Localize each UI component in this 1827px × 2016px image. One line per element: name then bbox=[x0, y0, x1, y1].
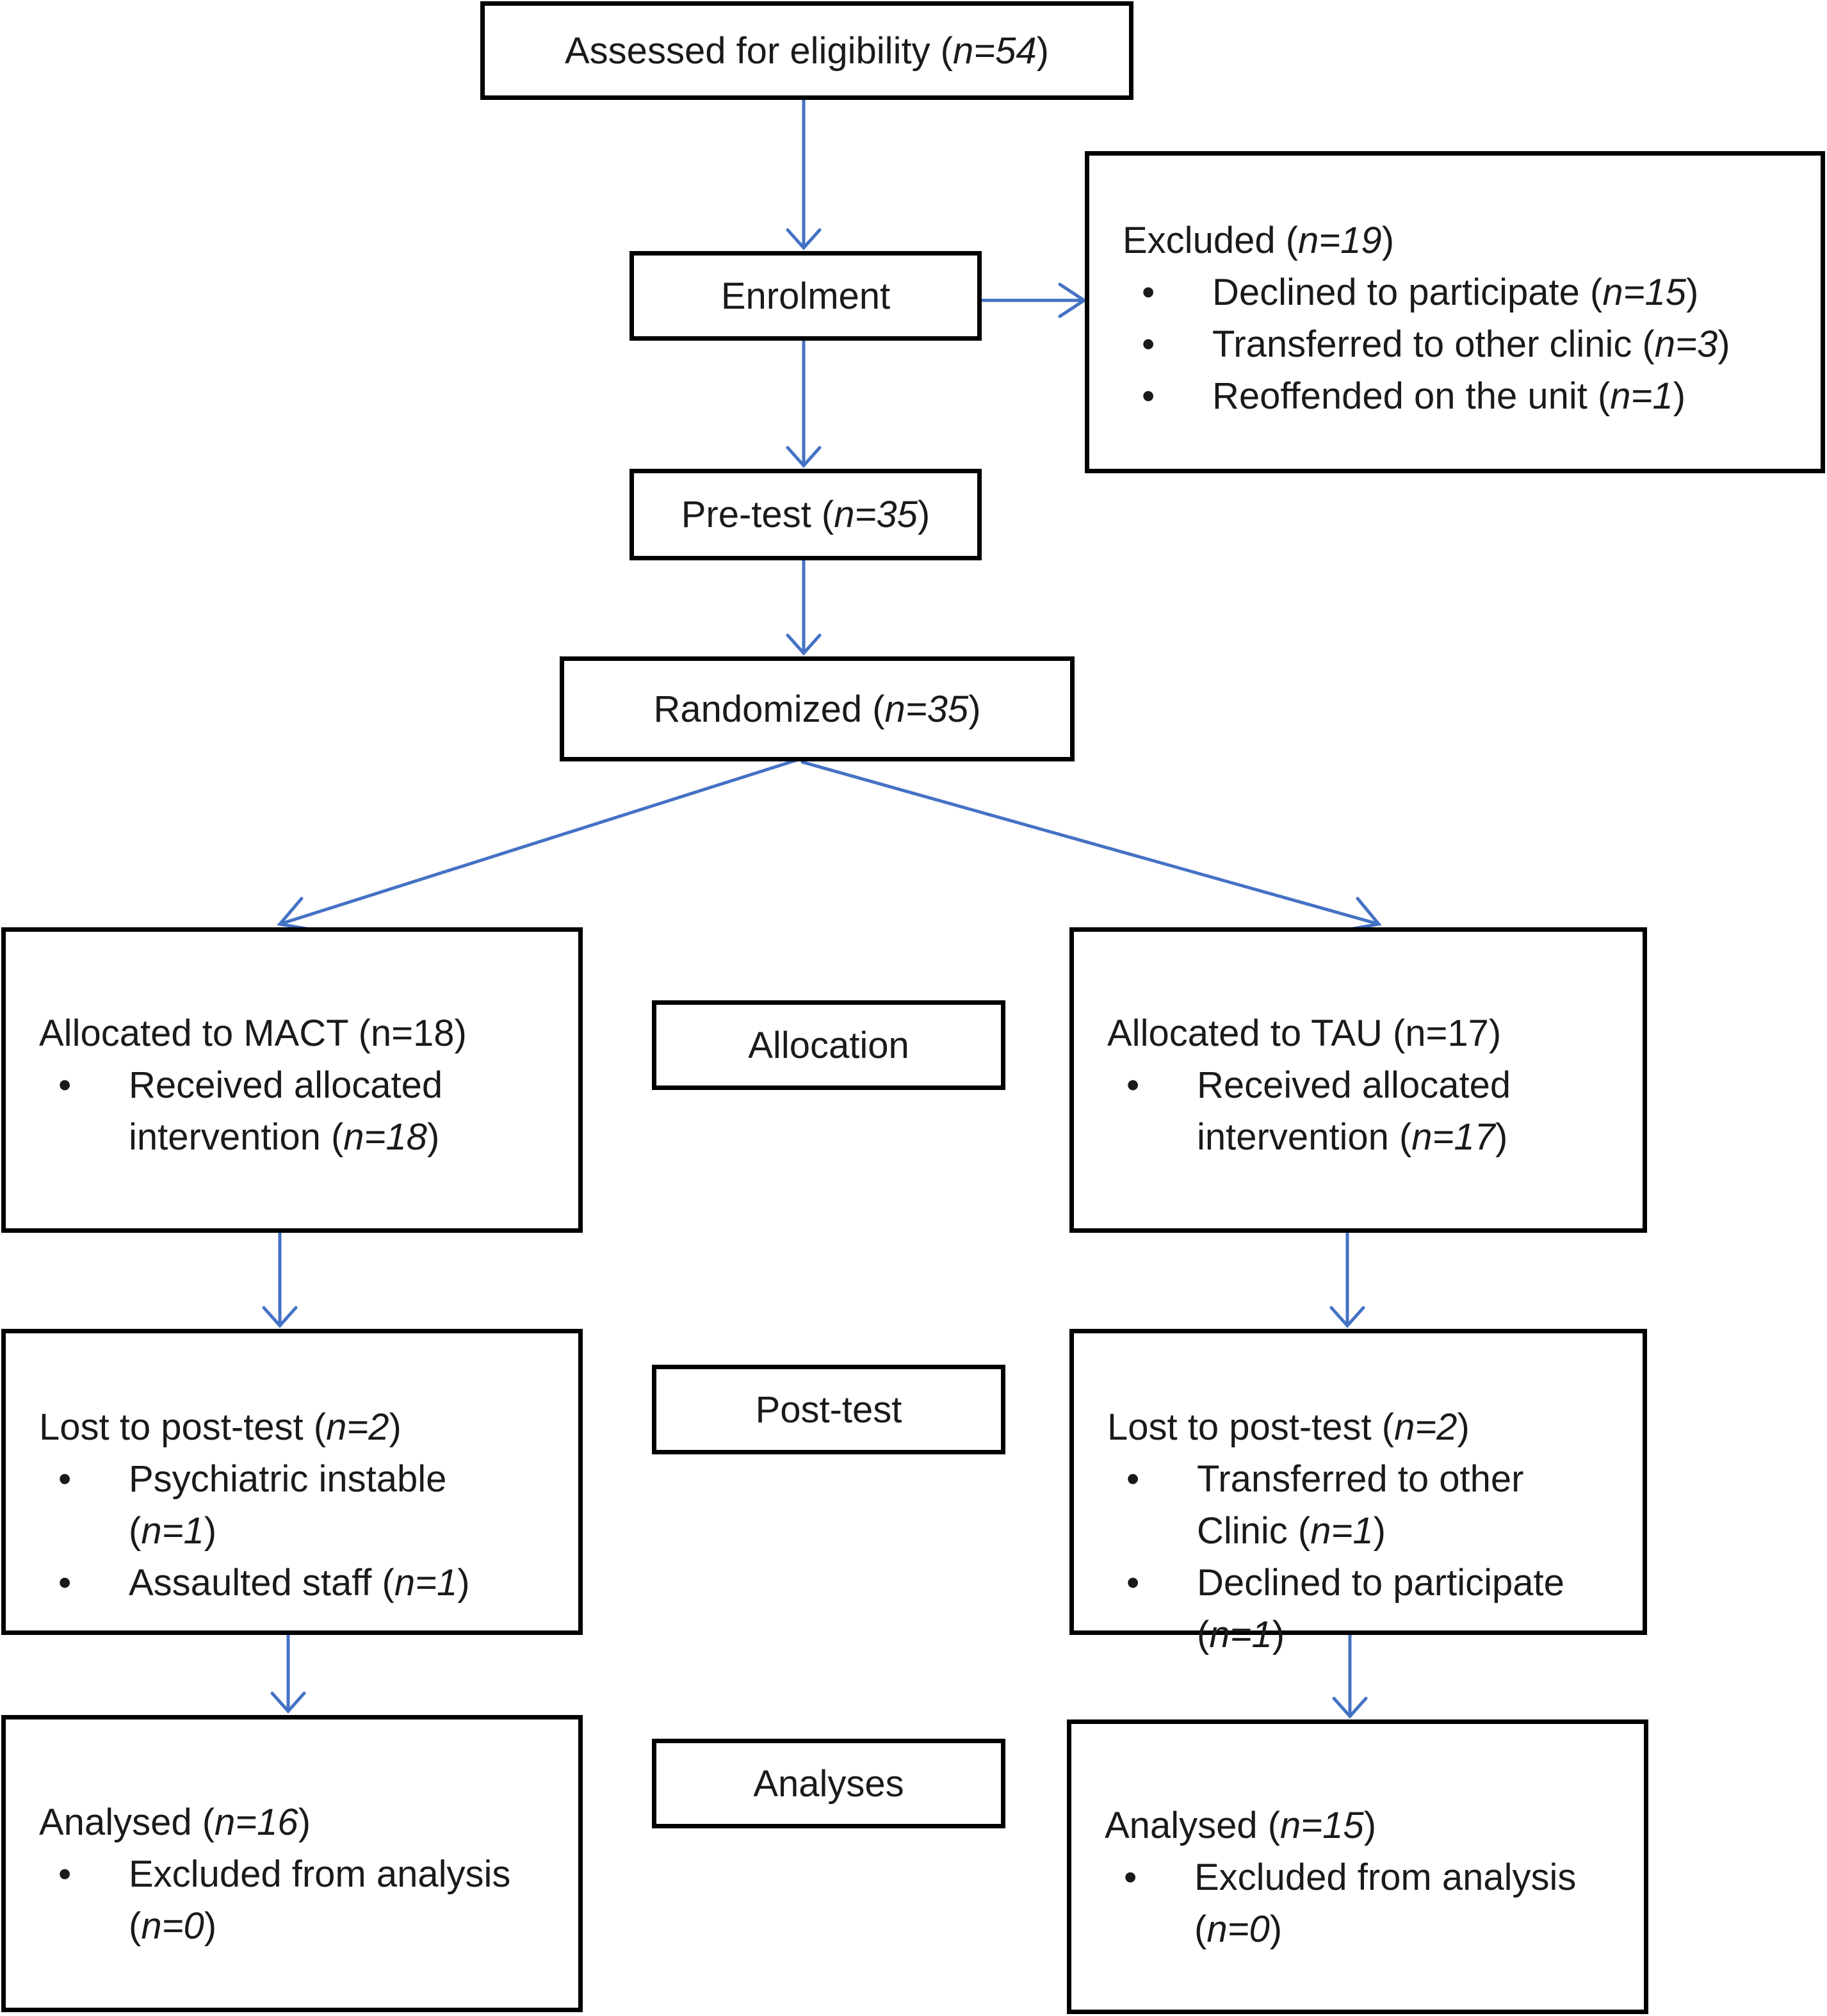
randomized-box: Randomized (n=35) bbox=[560, 656, 1075, 761]
lost-mact-item-psychiatric: •Psychiatric instable(n=1) bbox=[58, 1458, 447, 1552]
stage-posttest-label: Post-test bbox=[755, 1388, 902, 1431]
stage-posttest: Post-test bbox=[652, 1365, 1005, 1454]
allocated-mact-box: Allocated to MACT (n=18) •Received alloc… bbox=[1, 927, 583, 1233]
arrow-randomized-mact bbox=[278, 758, 800, 926]
excluded-item-transferred: •Transferred to other clinic (n=3) bbox=[1142, 323, 1730, 365]
excluded-box: Excluded (n=19) •Declined to participate… bbox=[1085, 151, 1825, 473]
enrolment-label: Enrolment bbox=[720, 275, 891, 317]
pretest-label: Pre-test (n=35) bbox=[681, 494, 930, 535]
allocated-mact-title: Allocated to MACT (n=18) bbox=[39, 1012, 467, 1054]
randomized-label: Randomized (n=35) bbox=[653, 688, 981, 730]
analysed-mact-box: Analysed (n=16) •Excluded from analysis(… bbox=[1, 1715, 583, 2012]
analysed-tau-box: Analysed (n=15) •Excluded from analysis(… bbox=[1067, 1719, 1648, 2014]
analysed-tau-title: Analysed (n=15) bbox=[1105, 1805, 1377, 1846]
stage-allocation: Allocation bbox=[652, 1000, 1005, 1090]
lost-mact-box: Lost to post-test (n=2) •Psychiatric ins… bbox=[1, 1329, 583, 1635]
assessed-label: Assessed for eligibility (n=54) bbox=[565, 29, 1049, 72]
lost-tau-item-declined: •Declined to participate(n=1) bbox=[1126, 1562, 1564, 1655]
pretest-box: Pre-test (n=35) bbox=[629, 469, 982, 560]
analysed-mact-title: Analysed (n=16) bbox=[39, 1801, 311, 1843]
allocated-tau-title: Allocated to TAU (n=17) bbox=[1107, 1012, 1502, 1054]
lost-mact-item-assaulted: •Assaulted staff (n=1) bbox=[58, 1562, 470, 1604]
lost-tau-box: Lost to post-test (n=2) •Transferred to … bbox=[1069, 1329, 1647, 1655]
stage-analyses-label: Analyses bbox=[753, 1762, 904, 1805]
excluded-item-reoffended: •Reoffended on the unit (n=1) bbox=[1142, 375, 1686, 417]
assessed-box: Assessed for eligibility (n=54) bbox=[480, 1, 1133, 100]
arrow-randomized-tau bbox=[800, 760, 1381, 926]
excluded-title: Excluded (n=19) bbox=[1123, 220, 1395, 261]
analysed-tau-item: •Excluded from analysis(n=0) bbox=[1124, 1857, 1577, 1950]
enrolment-box: Enrolment bbox=[629, 251, 982, 341]
stage-allocation-label: Allocation bbox=[748, 1024, 909, 1066]
stage-analyses: Analyses bbox=[652, 1739, 1005, 1828]
lost-tau-title: Lost to post-test (n=2) bbox=[1107, 1406, 1470, 1448]
allocated-tau-box: Allocated to TAU (n=17) •Received alloca… bbox=[1069, 927, 1647, 1233]
analysed-mact-item: •Excluded from analysis(n=0) bbox=[58, 1853, 511, 1947]
lost-mact-title: Lost to post-test (n=2) bbox=[39, 1406, 402, 1448]
excluded-item-declined: •Declined to participate (n=15) bbox=[1142, 272, 1699, 313]
